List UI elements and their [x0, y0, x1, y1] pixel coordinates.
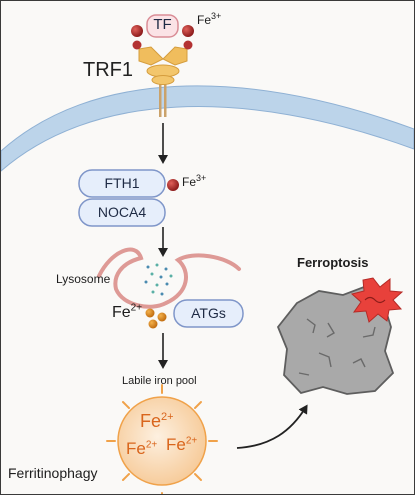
iron-pool-sphere — [106, 384, 218, 494]
fth1-pill — [78, 169, 166, 198]
pool-ion-top: Fe2+ — [140, 411, 174, 432]
noca4-pill — [78, 198, 166, 227]
atgs-pill — [173, 299, 244, 328]
cell-membrane — [1, 85, 414, 172]
pool-ion-left-base: Fe — [126, 439, 146, 458]
fe2-ions-icon — [145, 308, 167, 329]
tf-label: TF — [153, 16, 172, 33]
tf-iron-charge: 3+ — [211, 11, 222, 21]
arrow-to-ferroptosis — [236, 404, 308, 449]
ferroptotic-cell — [276, 285, 395, 395]
lipid-peroxidation-burst-icon — [350, 277, 404, 323]
ferroptosis-label: Ferroptosis — [297, 255, 369, 270]
trf1-receptor — [138, 46, 188, 117]
lysosome-membrane — [97, 247, 241, 309]
released-iron-charge: 2+ — [130, 302, 143, 314]
fth1-iron-label: Fe3+ — [182, 173, 207, 190]
pool-ion-top-charge: 2+ — [161, 411, 174, 423]
noca4-label: NOCA4 — [97, 204, 147, 220]
pool-ion-left-charge: 2+ — [145, 439, 158, 451]
pool-ion-right-base: Fe — [166, 435, 186, 454]
tf-iron-right-icon — [182, 25, 194, 37]
fth1-iron-icon — [167, 179, 179, 191]
atgs-label: ATGs — [191, 305, 226, 321]
pool-ion-right-charge: 2+ — [185, 435, 198, 447]
tf-iron-left-icon — [131, 25, 143, 37]
ferritinophagy-label: Ferritinophagy — [8, 465, 98, 481]
fth1-iron-base: Fe — [182, 175, 197, 189]
lysosome-content-dots — [144, 263, 173, 296]
released-iron-label: Fe2+ — [112, 302, 143, 322]
tf-iron-label: Fe3+ — [197, 11, 222, 28]
fth1-label: FTH1 — [104, 175, 140, 191]
lysosome-label: Lysosome — [56, 272, 111, 286]
fth1-iron-charge: 3+ — [196, 173, 207, 183]
transferrin-complex — [131, 14, 194, 50]
pool-ion-right: Fe2+ — [166, 435, 197, 455]
iron-pool-label: Labile iron pool — [122, 375, 197, 387]
trf1-label: TRF1 — [83, 59, 133, 81]
pool-ion-left: Fe2+ — [126, 439, 157, 459]
pool-ion-top-base: Fe — [140, 411, 162, 431]
released-iron-base: Fe — [112, 304, 131, 321]
tf-iron-base: Fe — [197, 13, 212, 27]
